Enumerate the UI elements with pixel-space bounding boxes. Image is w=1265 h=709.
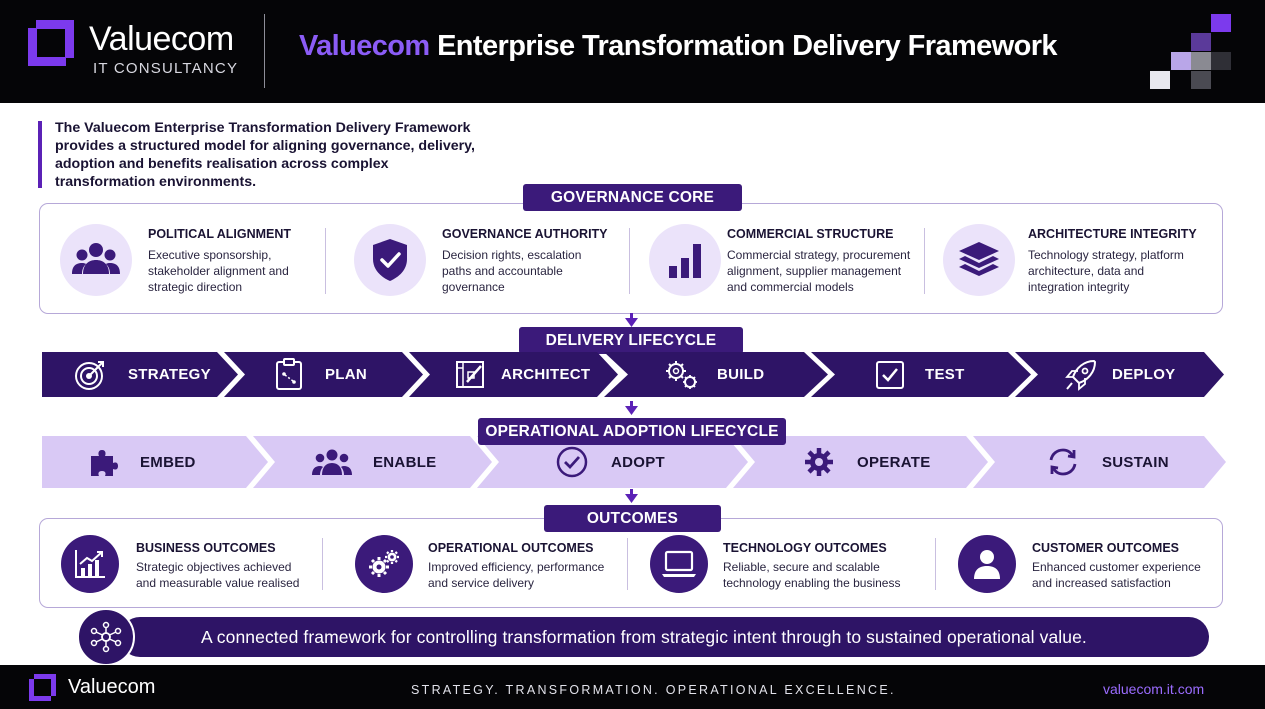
- outcome-item-title: BUSINESS OUTCOMES: [136, 541, 276, 555]
- gears-icon: [355, 535, 413, 593]
- governance-core-panel: [39, 203, 1223, 314]
- header-bar: [0, 0, 1265, 103]
- governance-divider: [629, 228, 630, 294]
- governance-item-title: GOVERNANCE AUTHORITY: [442, 227, 608, 241]
- pixel-decoration-icon: [1150, 14, 1231, 89]
- target-icon: [75, 361, 104, 390]
- adoption-step-label: SUSTAIN: [1102, 454, 1169, 471]
- governance-item-desc: Commercial strategy, procurement alignme…: [727, 248, 911, 294]
- outcome-item-desc: Reliable, secure and scalable technology…: [723, 560, 901, 590]
- checkbox-icon: [876, 361, 904, 389]
- header-divider: [264, 14, 265, 88]
- refresh-icon: [1049, 448, 1077, 476]
- summary-banner-text: A connected framework for controlling tr…: [201, 627, 1087, 647]
- footer-bar: [0, 665, 1265, 709]
- outcome-item-title: CUSTOMER OUTCOMES: [1032, 541, 1179, 555]
- gears-icon: [666, 361, 697, 389]
- governance-item-desc: Executive sponsorship, stakeholder align…: [148, 248, 289, 294]
- outcome-item-desc: Strategic objectives achieved and measur…: [136, 560, 300, 590]
- outcome-item-title: OPERATIONAL OUTCOMES: [428, 541, 594, 555]
- outcome-item-title: TECHNOLOGY OUTCOMES: [723, 541, 887, 555]
- group-icon: [312, 449, 352, 475]
- puzzle-icon: [91, 450, 118, 476]
- brand-subtitle: IT CONSULTANCY: [93, 60, 239, 77]
- blueprint-icon: [456, 361, 484, 388]
- rocket-icon: [1065, 359, 1097, 391]
- page-title: Valuecom Enterprise Transformation Deliv…: [299, 30, 1058, 63]
- governance-core-label: GOVERNANCE CORE: [523, 184, 742, 211]
- governance-item-desc: Technology strategy, platform architectu…: [1028, 248, 1184, 294]
- delivery-step-label: ARCHITECT: [501, 366, 591, 383]
- delivery-step-label: TEST: [925, 366, 965, 383]
- title-accent: Valuecom: [299, 30, 430, 62]
- user-icon: [958, 535, 1016, 593]
- growth-chart-icon: [61, 535, 119, 593]
- adoption-step-label: EMBED: [140, 454, 196, 471]
- people-icon: [60, 224, 132, 296]
- outcomes-label: OUTCOMES: [544, 505, 721, 532]
- valuecom-logo-icon: [28, 20, 74, 66]
- brand-name: Valuecom: [89, 20, 234, 58]
- title-rest: Enterprise Transformation Delivery Frame…: [429, 30, 1057, 62]
- delivery-lifecycle-chevrons: [42, 352, 1224, 397]
- adoption-lifecycle-chevrons: [42, 436, 1226, 488]
- governance-item-title: POLITICAL ALIGNMENT: [148, 227, 292, 241]
- network-icon: [77, 608, 135, 666]
- adoption-step-label: ADOPT: [611, 454, 665, 471]
- footer-tagline: STRATEGY. TRANSFORMATION. OPERATIONAL EX…: [411, 683, 896, 697]
- delivery-step-label: PLAN: [325, 366, 368, 383]
- down-arrow-icon: [625, 489, 638, 503]
- outcomes-divider: [935, 538, 936, 590]
- governance-divider: [924, 228, 925, 294]
- shield-check-icon: [354, 224, 426, 296]
- adoption-step-label: OPERATE: [857, 454, 931, 471]
- governance-item-title: COMMERCIAL STRUCTURE: [727, 227, 894, 241]
- governance-item-title: ARCHITECTURE INTEGRITY: [1028, 227, 1197, 241]
- check-circle-icon: [556, 446, 588, 478]
- adoption-lifecycle-label: OPERATIONAL ADOPTION LIFECYCLE: [478, 418, 786, 445]
- governance-divider: [325, 228, 326, 294]
- outcome-item-desc: Improved efficiency, performance and ser…: [428, 560, 605, 590]
- layers-icon: [943, 224, 1015, 296]
- footer-brand: Valuecom: [68, 676, 156, 698]
- down-arrow-icon: [625, 313, 638, 327]
- outcome-item-desc: Enhanced customer experience and increas…: [1032, 560, 1201, 590]
- adoption-step-label: ENABLE: [373, 454, 437, 471]
- governance-item-desc: Decision rights, escalation paths and ac…: [442, 248, 582, 294]
- clipboard-icon: [276, 358, 302, 390]
- summary-banner: [120, 617, 1209, 657]
- intro-text: The Valuecom Enterprise Transformation D…: [55, 120, 475, 190]
- laptop-icon: [650, 535, 708, 593]
- delivery-step-label: STRATEGY: [128, 366, 211, 383]
- delivery-step-label: BUILD: [717, 366, 765, 383]
- delivery-lifecycle-label: DELIVERY LIFECYCLE: [519, 327, 743, 354]
- delivery-step-label: DEPLOY: [1112, 366, 1176, 383]
- gear-icon: [805, 448, 833, 476]
- intro-accent-bar: [38, 121, 42, 188]
- valuecom-footer-logo-icon: [29, 674, 56, 701]
- outcomes-divider: [627, 538, 628, 590]
- outcomes-divider: [322, 538, 323, 590]
- bar-chart-icon: [649, 224, 721, 296]
- footer-url-link[interactable]: valuecom.it.com: [1103, 681, 1205, 697]
- down-arrow-icon: [625, 401, 638, 415]
